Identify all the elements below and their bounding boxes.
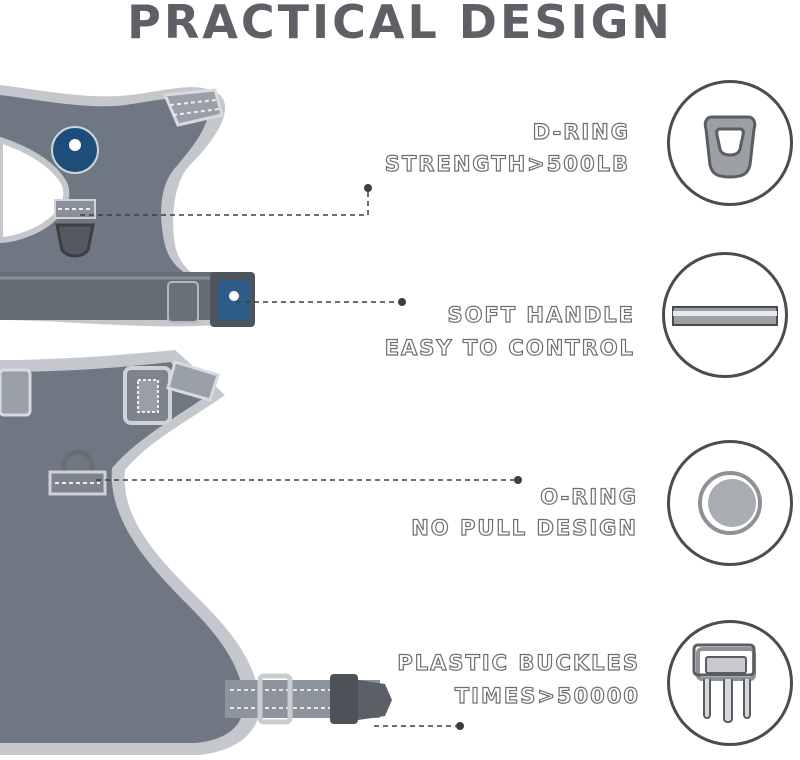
feature-handle-subtitle: EASY TO CONTROL <box>384 335 635 360</box>
d-ring-icon <box>703 115 757 179</box>
feature-d-ring-title: D-RING <box>532 119 630 144</box>
feature-o-ring-subtitle: NO PULL DESIGN <box>411 515 638 540</box>
feature-d-ring-subtitle: STRENGTH>500LB <box>384 151 630 176</box>
upper-harness <box>0 85 255 327</box>
page-title: PRACTICAL DESIGN <box>127 0 673 49</box>
lower-harness <box>0 350 392 755</box>
handle-bar-icon <box>672 306 778 326</box>
feature-buckles-subtitle: TIMES>50000 <box>454 683 640 708</box>
feature-buckles-title: PLASTIC BUCKLES <box>397 650 640 675</box>
feature-handle-title: SOFT HANDLE <box>447 302 635 327</box>
leader-lines <box>80 184 522 730</box>
o-ring-circle <box>667 440 793 566</box>
o-ring-icon <box>698 471 762 535</box>
handle-circle <box>662 252 788 378</box>
feature-o-ring-title: O-RING <box>540 484 638 509</box>
d-ring-circle <box>667 80 793 206</box>
buckle-circle <box>667 620 793 746</box>
buckle-icon <box>692 643 756 723</box>
